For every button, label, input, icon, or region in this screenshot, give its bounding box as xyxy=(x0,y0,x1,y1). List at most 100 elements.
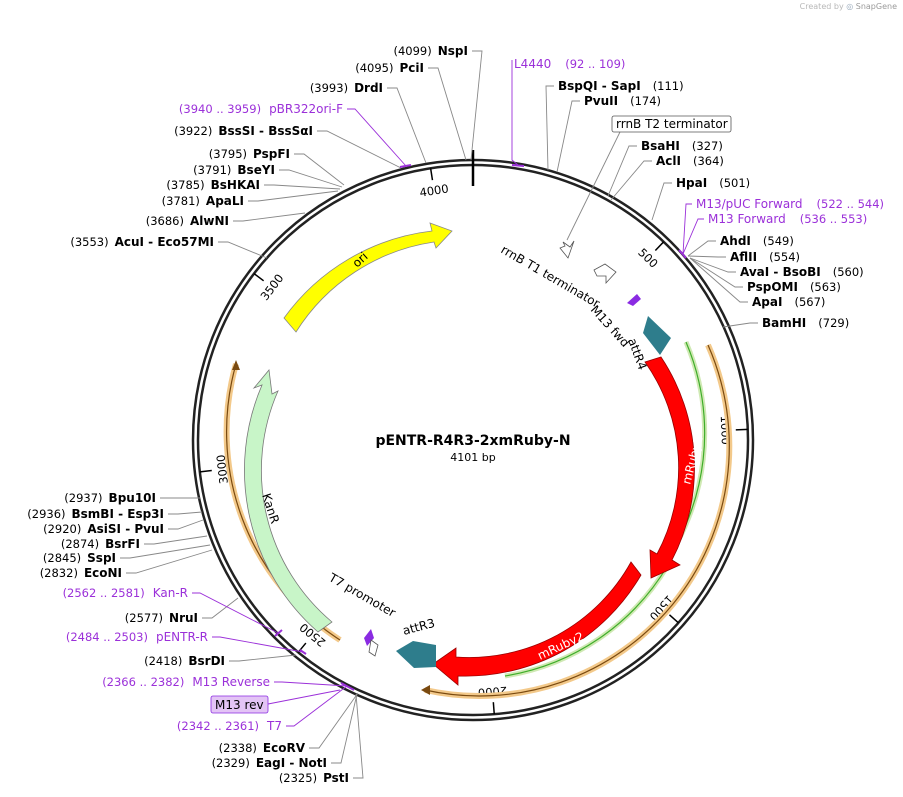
primer-bar-l4440 xyxy=(511,164,525,167)
primer-bar-kanr xyxy=(274,629,283,637)
enzyme-position: (2577) xyxy=(125,611,163,625)
enzyme-name: EcoNI xyxy=(84,566,122,580)
enzyme-name: BsrFI xyxy=(105,537,140,551)
leader-line xyxy=(218,241,268,259)
tick-label: 3500 xyxy=(258,271,287,303)
enzyme-position: (2874) xyxy=(61,537,99,551)
primer-position: (2342 .. 2361) xyxy=(177,719,259,733)
enzyme-name: ApaI xyxy=(752,295,782,309)
leader-line xyxy=(682,218,704,255)
enzyme-name: AcuI - Eco57MI xyxy=(115,235,214,249)
enzyme-name: EcoRV xyxy=(263,741,306,755)
primer-name: M13/pUC Forward xyxy=(696,197,803,211)
primer-bar-m13rev xyxy=(340,682,355,691)
enzyme-position: (4099) xyxy=(394,44,432,58)
enzyme-name: NruI xyxy=(169,611,198,625)
leader-line xyxy=(309,692,359,749)
enzyme-name: BamHI xyxy=(762,316,806,330)
primer-bar-pbr322 xyxy=(399,164,412,168)
feature-mruby2-b xyxy=(432,561,642,686)
leader-line xyxy=(168,511,203,515)
enzyme-position: (2418) xyxy=(144,654,182,668)
leader-line xyxy=(168,519,204,530)
enzyme-position: (3791) xyxy=(193,163,231,177)
enzyme-name: Bpu10I xyxy=(109,491,156,505)
m13rev-label-box xyxy=(210,695,269,714)
feature-label-t7-promoter: T7 promoter xyxy=(326,570,398,620)
tick-mark xyxy=(429,168,434,181)
feature-attr4 xyxy=(643,316,671,355)
enzyme-name: AvaI - BsoBI xyxy=(740,265,821,279)
leader-line xyxy=(545,85,554,171)
enzyme-name: BsrDI xyxy=(188,654,225,668)
enzyme-name: ApaLI xyxy=(206,194,244,208)
primer-name: pENTR-R xyxy=(156,630,208,644)
enzyme-position: (563) xyxy=(810,280,841,294)
enzyme-position: (549) xyxy=(763,234,794,248)
leader-line xyxy=(286,685,348,727)
leader-line xyxy=(651,182,672,221)
leader-line xyxy=(610,160,652,201)
enzyme-name: PspOMI xyxy=(747,280,798,294)
primer-name: Kan-R xyxy=(153,586,188,600)
tick-mark xyxy=(492,702,496,715)
primer-name: L4440 xyxy=(514,57,551,71)
orf-arrowhead-right xyxy=(421,685,430,695)
primer-position: (2484 .. 2503) xyxy=(66,630,148,644)
leader-line xyxy=(192,592,279,634)
enzyme-name: DrdI xyxy=(354,81,383,95)
enzyme-position: (729) xyxy=(818,316,849,330)
enzyme-position: (3993) xyxy=(310,81,348,95)
enzyme-name: PvuII xyxy=(584,94,618,108)
enzyme-position: (3795) xyxy=(209,147,247,161)
enzyme-name: AhdI xyxy=(720,234,751,248)
leader-line xyxy=(428,67,467,161)
orf-arc-right-line xyxy=(424,344,730,697)
tick-mark xyxy=(199,469,212,473)
enzyme-position: (3922) xyxy=(174,124,212,138)
primer-position: (2562 .. 2581) xyxy=(63,586,145,600)
enzyme-name: SspI xyxy=(87,551,116,565)
enzyme-name: AflII xyxy=(730,250,757,264)
feature-label-rrnb-t1: rrnB T1 terminator xyxy=(499,242,603,310)
leader-line xyxy=(120,544,211,559)
primer-labels-right: L4440(92 .. 109)M13/pUC Forward(522 .. 5… xyxy=(514,57,884,226)
enzyme-name: AlwNI xyxy=(190,214,229,228)
leader-line xyxy=(274,681,348,687)
enzyme-position: (567) xyxy=(794,295,825,309)
tick-label: 4000 xyxy=(419,181,450,199)
leader-line xyxy=(353,693,364,779)
feature-ori xyxy=(283,222,453,333)
feature-m13-fwd xyxy=(627,294,641,306)
primer-position: (92 .. 109) xyxy=(565,57,625,71)
mruby-cds-arc-b-line xyxy=(504,564,669,677)
leader-line xyxy=(202,597,239,619)
leader-line xyxy=(687,240,716,257)
leader-line xyxy=(126,549,213,574)
leader-line xyxy=(689,257,743,288)
leader-line xyxy=(144,535,208,545)
orf-arrowhead-left xyxy=(232,360,240,370)
enzyme-position: (3686) xyxy=(146,214,184,228)
enzyme-position: (2937) xyxy=(64,491,102,505)
snapgene-logo-icon: ◎ xyxy=(846,2,854,11)
leader-line xyxy=(294,153,345,186)
enzyme-name: PciI xyxy=(400,61,425,75)
enzyme-name: HpaI xyxy=(676,176,707,190)
leader-line xyxy=(267,689,341,705)
plasmid-name: pENTR-R4R3-2xmRuby-N xyxy=(375,433,570,449)
leader-line xyxy=(347,108,407,167)
feature-rrnb-t2 xyxy=(559,240,575,259)
leader-line xyxy=(687,255,726,258)
enzyme-position: (364) xyxy=(693,154,724,168)
enzyme-position: (2329) xyxy=(212,756,250,770)
enzyme-name: BsaHI xyxy=(641,139,680,153)
leader-line xyxy=(566,131,621,241)
enzyme-position: (327) xyxy=(692,139,723,153)
enzyme-labels-right: BspQI - SapI(111)PvuII(174)BsaHI(327)Acl… xyxy=(558,79,864,330)
primer-name: M13 Forward xyxy=(708,212,786,226)
enzyme-position: (560) xyxy=(833,265,864,279)
plasmid-length: 4101 bp xyxy=(450,451,495,464)
leader-line xyxy=(264,184,341,190)
